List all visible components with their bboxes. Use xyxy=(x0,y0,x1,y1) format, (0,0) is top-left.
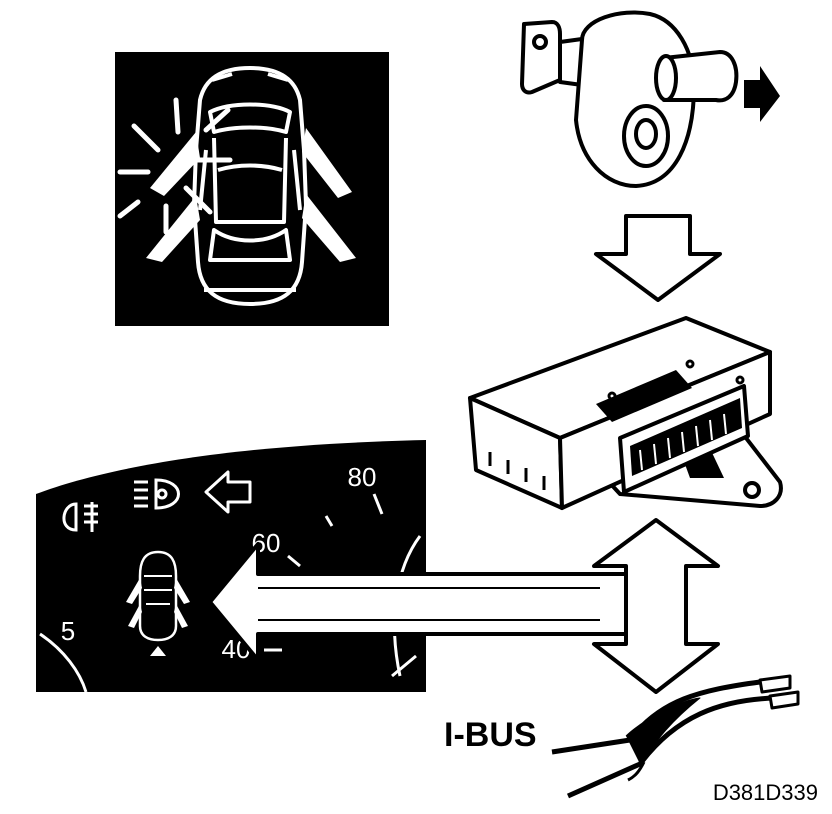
headlight-icon xyxy=(134,478,180,510)
figure-code: D381D339 xyxy=(713,780,818,805)
arrow-junction-fill xyxy=(600,576,624,632)
bidirectional-arrow xyxy=(592,518,720,694)
plunger-direction-arrow xyxy=(744,66,780,122)
car-doors-open-panel xyxy=(115,52,389,326)
turn-signal-arrow-icon xyxy=(204,470,252,514)
gauge-arc-left xyxy=(39,632,88,693)
open-doors xyxy=(146,128,356,262)
bus-cable-icon xyxy=(551,674,800,799)
gauge-ticks xyxy=(264,493,384,652)
gauge-needle-stub xyxy=(391,654,417,678)
gauge-label-80: 80 xyxy=(348,462,377,492)
control-module-icon xyxy=(468,316,783,510)
warning-rays xyxy=(117,97,233,235)
i-bus-label: I-BUS xyxy=(444,716,537,754)
instrument-cluster-panel: 80 60 40 5 xyxy=(36,440,426,693)
down-arrow xyxy=(594,214,722,302)
car-doors-open-icon xyxy=(192,66,308,306)
fog-light-icon xyxy=(62,502,98,532)
door-contact-switch-icon xyxy=(520,10,739,188)
small-car-doors-icon xyxy=(126,550,190,656)
gauge-label-5: 5 xyxy=(61,616,75,646)
